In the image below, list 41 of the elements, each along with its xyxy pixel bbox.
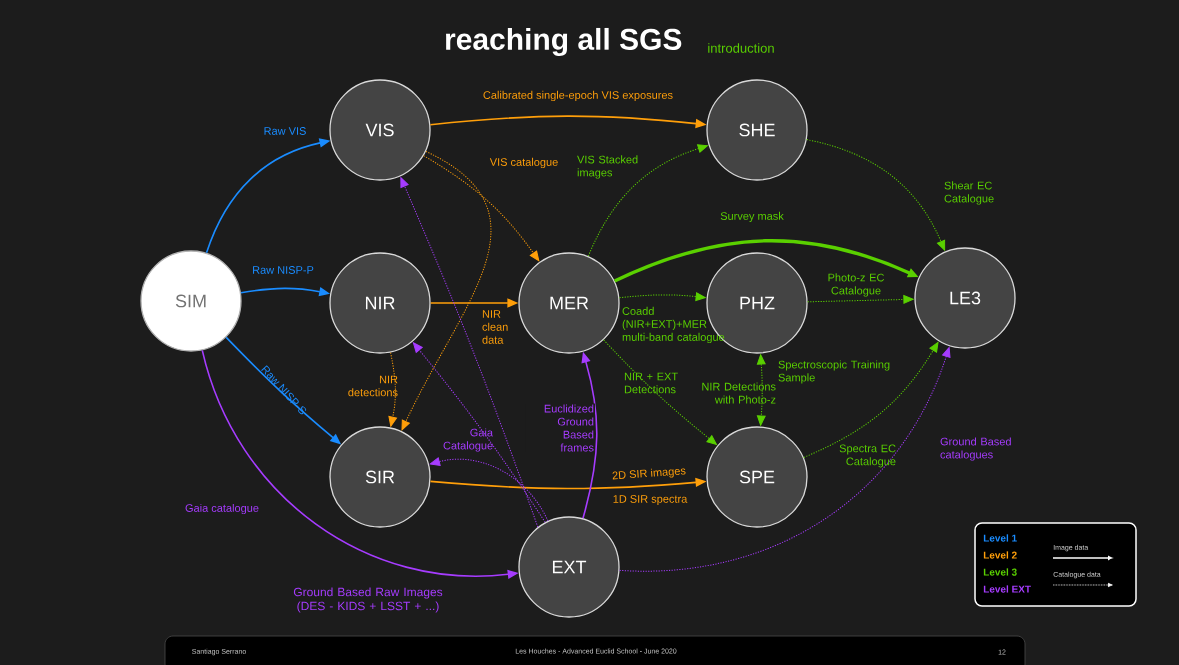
arrow bbox=[412, 342, 546, 523]
note-text: NIR Detections with Photo-z bbox=[702, 382, 776, 404]
arrow bbox=[619, 347, 951, 572]
arrow bbox=[400, 177, 539, 528]
edge-label: Ground Based catalogues bbox=[940, 437, 1011, 461]
legend-entry: Level 1 bbox=[983, 534, 1017, 542]
edge-label: Spectra EC Catalogue bbox=[839, 444, 896, 468]
legend-entry: Level 3 bbox=[983, 568, 1017, 576]
edge-label: Shear EC Catalogue bbox=[944, 181, 994, 205]
arrow bbox=[587, 144, 708, 257]
note-text: Ground Based Raw Images (DES - KIDS + LSST + ...) bbox=[293, 587, 443, 613]
arrow bbox=[803, 341, 939, 458]
arrow bbox=[618, 292, 706, 301]
edge-label: Calibrated single-epoch VIS exposures bbox=[483, 90, 673, 102]
arrow bbox=[756, 354, 766, 426]
edge-label: NIR clean data bbox=[482, 310, 508, 344]
arrow bbox=[603, 339, 717, 445]
edge-label: NIR + EXT Detections bbox=[624, 372, 678, 394]
arrow bbox=[429, 457, 549, 522]
edge-label: VIS Stacked images bbox=[577, 155, 638, 179]
edge-label: Gaia Catalogue bbox=[443, 428, 493, 452]
note-text: 1D SIR spectra bbox=[613, 495, 688, 505]
arrow bbox=[807, 295, 914, 304]
legend-entry: Level EXT bbox=[983, 585, 1031, 593]
title: reaching all SGS bbox=[446, 27, 682, 57]
edge-label: Photo-z EC Catalogue bbox=[828, 273, 884, 297]
legend-entry: Level 2 bbox=[983, 551, 1017, 559]
edge-label: 2D SIR images bbox=[612, 468, 686, 480]
arrow bbox=[423, 155, 540, 262]
edge-label: Euclidized Ground Based frames bbox=[525, 403, 595, 453]
edge-label: Survey mask bbox=[720, 211, 784, 223]
edge-label: Gaia catalogue bbox=[185, 503, 259, 515]
subtitle: introduction bbox=[708, 43, 774, 53]
edge-label: NIR detections bbox=[348, 375, 398, 397]
edge-label: Spectroscopic Training Sample bbox=[778, 360, 890, 384]
edge-label: VIS catalogue bbox=[489, 157, 558, 169]
arrow bbox=[806, 139, 946, 251]
edge-label: Raw VIS bbox=[264, 127, 306, 135]
edge-label: Raw NISP-P bbox=[253, 266, 314, 274]
arrow bbox=[401, 150, 491, 431]
arrow bbox=[388, 352, 397, 427]
